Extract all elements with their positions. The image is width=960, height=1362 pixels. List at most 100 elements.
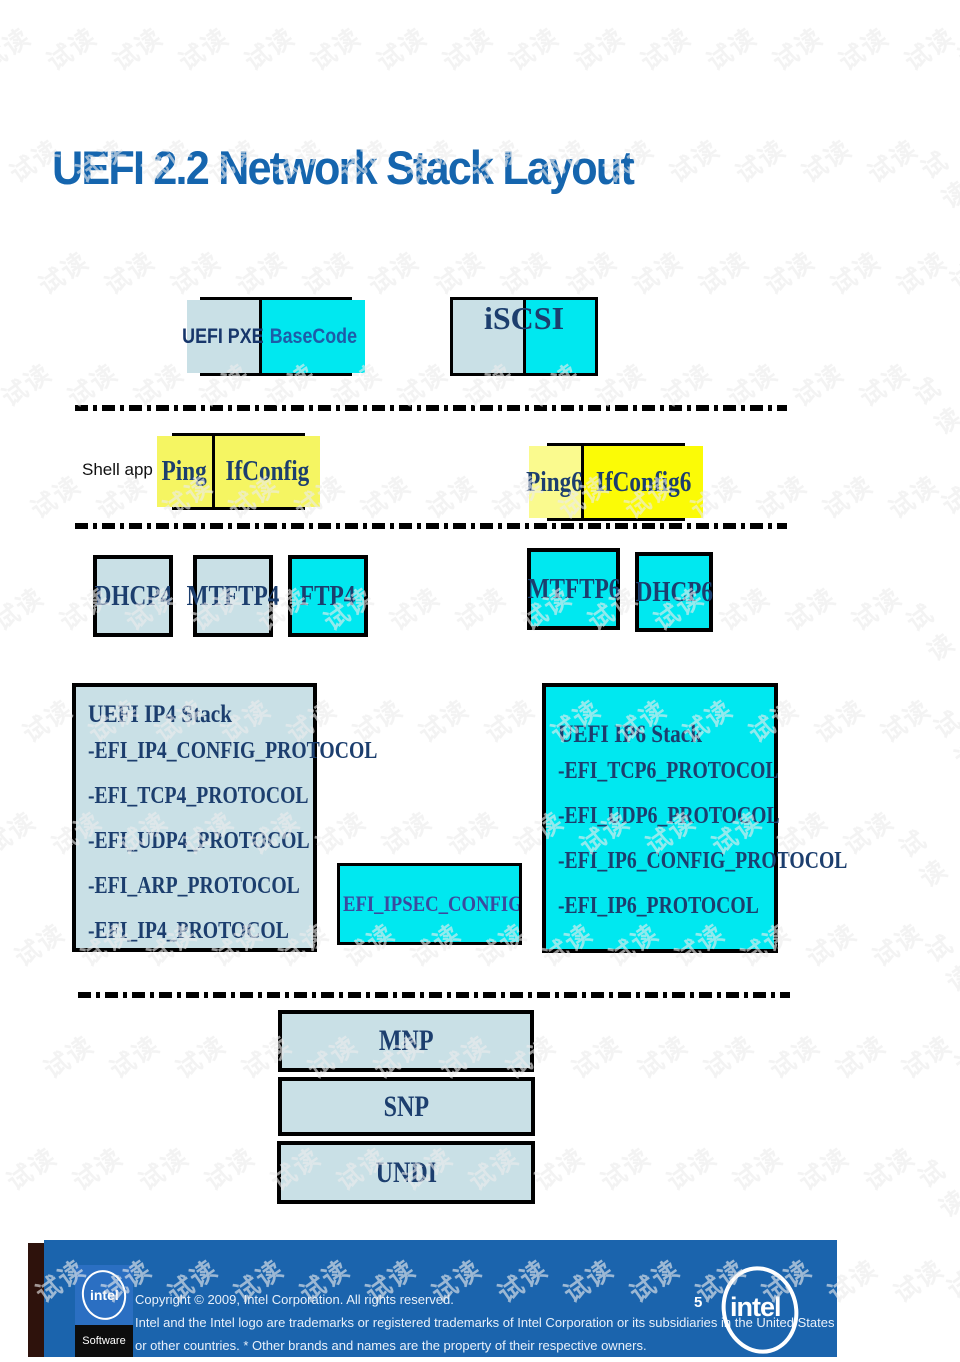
watermark-text: 试读 (788, 357, 850, 413)
watermark-text: 试读 (949, 1040, 960, 1081)
ip6-protocol-line: -EFI_UDP6_PROTOCOL (558, 803, 780, 829)
ping6-ifconfig6-box: Ping6 IfConfig6 (527, 443, 704, 521)
footer-text-block: Copyright © 2009, Intel Corporation. All… (135, 1288, 834, 1357)
ip4-protocol-line: -EFI_IP4_PROTOCOL (88, 918, 289, 944)
watermark-text: 试读 (67, 1141, 129, 1197)
watermark-text: 试读 (569, 21, 631, 77)
watermark-text: 试读 (104, 1029, 166, 1085)
watermark-text: 试读 (0, 21, 37, 77)
watermark-text: 试读 (199, 1141, 261, 1197)
watermark-text: 试读 (305, 21, 367, 77)
watermark-text: 试读 (701, 21, 763, 77)
ip4-stack-title: UEFI IP4 Stack (88, 701, 233, 728)
dashed-separator-middle (75, 523, 787, 529)
page-spine-strip (28, 1243, 44, 1357)
watermark-text: 试读 (165, 245, 227, 301)
ip6-protocol-line: -EFI_IP6_PROTOCOL (558, 893, 759, 919)
basecode-cell: BaseCode (262, 300, 365, 373)
intel-logo-small-icon: intel (77, 1265, 131, 1325)
page-title: UEFI 2.2 Network Stack Layout (52, 141, 635, 194)
watermark-text: 试读 (133, 1141, 195, 1197)
watermark-text: 试读 (363, 245, 425, 301)
watermark-text: 试读 (376, 805, 438, 861)
watermark-text: 试读 (875, 693, 937, 749)
uefi-ip4-stack-box: UEFI IP4 Stack -EFI_IP4_CONFIG_PROTOCOL … (72, 683, 377, 952)
watermark-text: 试读 (830, 1029, 892, 1085)
watermark-text: 试读 (0, 581, 50, 637)
snp-box: SNP (278, 1077, 535, 1136)
watermark-text: 试读 (894, 824, 954, 894)
watermark-text: 试读 (566, 1029, 628, 1085)
watermark-text: 试读 (503, 21, 565, 77)
watermark-text: 试读 (796, 133, 858, 189)
ifconfig-label: IfConfig (225, 455, 310, 487)
watermark-text: 试读 (239, 21, 301, 77)
watermark-text: 试读 (767, 21, 829, 77)
watermark-text: 试读 (9, 917, 71, 973)
watermark-text: 试读 (635, 21, 697, 77)
watermark-text: 试读 (355, 469, 417, 525)
iscsi-label: iSCSI (483, 300, 565, 336)
watermark-text: 试读 (888, 1253, 950, 1309)
watermark-text: 试读 (817, 469, 879, 525)
mtftp6-label: MTFTP6 (527, 572, 620, 605)
watermark-text: 试读 (809, 693, 871, 749)
ip6-protocol-line: -EFI_TCP6_PROTOCOL (558, 758, 779, 784)
cell-divider (580, 446, 584, 518)
watermark-text: 试读 (908, 371, 960, 441)
ftp4-box: FTP4 (288, 555, 368, 637)
ip6-stack-title: UEFI IP6 Stack (558, 721, 703, 748)
watermark-text: 试读 (17, 693, 79, 749)
watermark-text: 试读 (173, 21, 235, 77)
watermark-text: 试读 (450, 581, 512, 637)
watermark-text: 试读 (727, 1141, 789, 1197)
watermark-text: 试读 (899, 21, 960, 77)
dhcp4-label: DHCP4 (94, 579, 172, 612)
watermark-text: 试读 (859, 1141, 921, 1197)
ipsec-config-label: EFI_IPSEC_CONFIG_PROTO (343, 891, 522, 916)
watermark-text: 试读 (413, 693, 475, 749)
intel-logo: intel (712, 1258, 808, 1362)
trademark-line-2: or other countries. * Other brands and n… (135, 1338, 647, 1353)
watermark-text: 试读 (896, 1029, 958, 1085)
dhcp4-box: DHCP4 (93, 555, 173, 637)
ping6-label: Ping6 (526, 465, 584, 498)
watermark-text: 试读 (915, 145, 960, 215)
iscsi-right-cell (526, 300, 595, 373)
watermark-text: 试读 (38, 1029, 100, 1085)
copyright-line: Copyright © 2009, Intel Corporation. All… (135, 1292, 454, 1307)
watermark-text: 试读 (846, 581, 908, 637)
watermark-text: 试读 (854, 357, 916, 413)
watermark-text: 试读 (833, 21, 895, 77)
watermark-text: 试读 (421, 469, 483, 525)
ipsec-config-box: EFI_IPSEC_CONFIG_PROTO (337, 863, 522, 945)
watermark-text: 试读 (801, 917, 863, 973)
watermark-text: 试读 (759, 245, 821, 301)
iscsi-left-cell (453, 300, 523, 373)
watermark-text: 试读 (867, 917, 929, 973)
watermark-text: 试读 (297, 245, 359, 301)
uefi-pxe-cell: UEFI PXE (182, 300, 264, 373)
undi-box: UNDI (277, 1141, 535, 1204)
watermark-text: 试读 (751, 469, 813, 525)
dashed-separator-bottom (78, 992, 790, 998)
watermark-text: 试读 (25, 469, 87, 525)
watermark-text: 试读 (913, 1154, 960, 1224)
iscsi-box: iSCSI (450, 297, 598, 376)
watermark-text: 试读 (33, 245, 95, 301)
watermark-text: 试读 (627, 245, 689, 301)
ifconfig6-label: IfConfig6 (595, 465, 692, 498)
watermark-text: 试读 (780, 581, 842, 637)
watermark-text: 试读 (107, 21, 169, 77)
watermark-text: 试读 (595, 1141, 657, 1197)
watermark-text: 试读 (891, 245, 953, 301)
ping6-cell: Ping6 (526, 446, 584, 518)
watermark-text: 试读 (825, 245, 887, 301)
watermark-text: 试读 (231, 245, 293, 301)
mtftp4-label: MTFTP4 (186, 579, 280, 612)
ip4-protocol-line: -EFI_TCP4_PROTOCOL (88, 783, 309, 809)
mtftp6-box: MTFTP6 (527, 548, 620, 630)
uefi-ip6-stack-box: UEFI IP6 Stack -EFI_TCP6_PROTOCOL -EFI_U… (542, 683, 847, 953)
ping-ifconfig-box: Ping IfConfig (157, 433, 320, 510)
mnp-label: MNP (378, 1024, 434, 1057)
